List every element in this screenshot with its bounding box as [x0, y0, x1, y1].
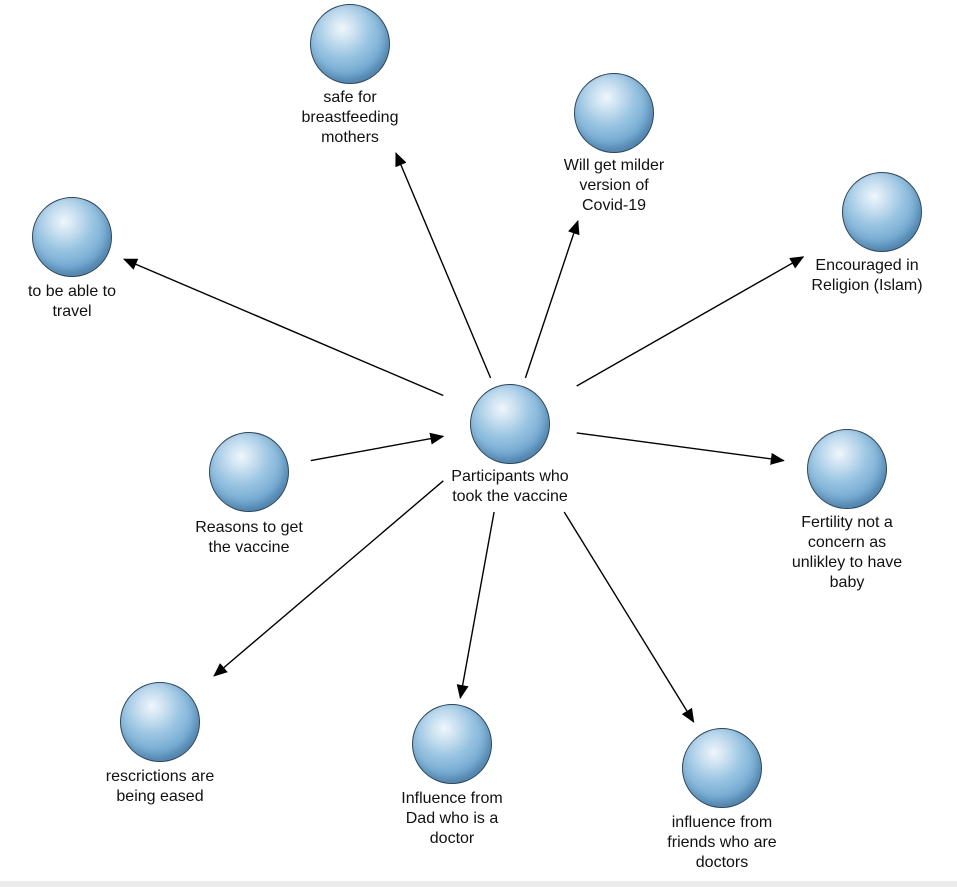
node-eased-label: rescrictions are being eased — [105, 768, 215, 805]
node-eased-circle — [120, 682, 200, 762]
edge-center-to-breastfeed — [395, 152, 492, 379]
node-milder-label: Will get milder version of Covid-19 — [563, 157, 665, 214]
node-religion-circle — [842, 172, 922, 252]
node-reasons-circle — [209, 432, 289, 512]
node-reasons-label: Reasons to get the vaccine — [195, 519, 303, 556]
edge-center-to-eased — [213, 480, 444, 677]
node-fertility-label: Fertility not a concern as unlikley to h… — [791, 514, 903, 591]
node-center-circle — [470, 384, 550, 464]
edge-center-to-milder — [524, 220, 580, 379]
edge-center-to-dad — [456, 511, 495, 699]
node-friends-circle — [682, 728, 762, 808]
edge-center-to-religion — [576, 256, 805, 387]
edge-reasons-to-center — [310, 432, 445, 462]
node-dad-circle — [412, 704, 492, 784]
node-center-label: Participants who took the vaccine — [451, 468, 569, 505]
node-fertility-circle — [807, 429, 887, 509]
node-dad-label: Influence from Dad who is a doctor — [401, 790, 503, 847]
node-travel-circle — [32, 197, 112, 277]
edge-center-to-travel — [123, 258, 444, 397]
node-breastfeed-label: safe for breastfeeding mothers — [301, 89, 399, 146]
node-milder-circle — [574, 73, 654, 153]
node-travel-label: to be able to travel — [27, 283, 117, 320]
node-friends-label: influence from friends who are doctors — [667, 814, 777, 871]
edge-center-to-fertility — [576, 432, 785, 465]
edge-center-to-friends — [563, 511, 695, 723]
node-religion-label: Encouraged in Religion (Islam) — [811, 257, 923, 294]
node-breastfeed-circle — [310, 4, 390, 84]
